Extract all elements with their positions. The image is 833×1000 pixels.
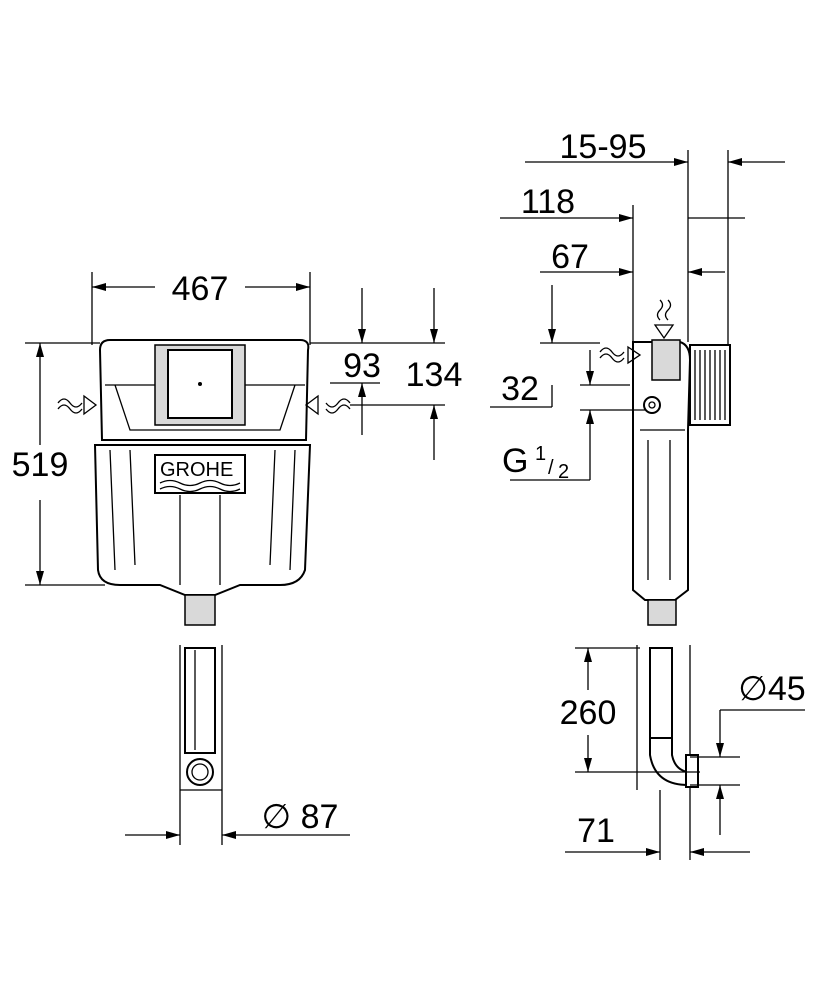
dimension-connection: G 1 / 2: [502, 350, 645, 483]
svg-text:71: 71: [577, 812, 615, 850]
svg-text:67: 67: [551, 238, 589, 276]
svg-text:519: 519: [12, 446, 69, 484]
dimension-93-134: 93 134: [57, 288, 463, 460]
front-view-cistern: GROHE: [93, 339, 312, 626]
svg-text:2: 2: [558, 461, 569, 483]
dimension-adjust-range: 15-95: [525, 128, 785, 345]
svg-text:118: 118: [521, 183, 575, 221]
dimension-depth-inner: 67: [540, 238, 725, 276]
svg-text:32: 32: [501, 370, 539, 408]
dimension-outlet-diameter: ∅45: [690, 670, 806, 835]
svg-text:1: 1: [535, 443, 546, 465]
dimension-pipe-length: 260: [560, 647, 700, 773]
dimension-depth: 118: [500, 183, 745, 342]
svg-text:134: 134: [406, 356, 463, 394]
svg-text:∅ 87: ∅ 87: [262, 798, 339, 836]
svg-text:G: G: [502, 442, 528, 480]
svg-text:260: 260: [560, 694, 617, 732]
svg-text:∅45: ∅45: [738, 670, 805, 708]
svg-text:/: /: [548, 457, 554, 479]
dimension-height: 519: [12, 342, 105, 586]
svg-text:15-95: 15-95: [560, 128, 647, 166]
dimension-32: 32: [490, 285, 630, 408]
side-view-cistern: [599, 299, 731, 626]
svg-text:467: 467: [172, 270, 229, 308]
svg-text:93: 93: [343, 347, 381, 385]
dimension-width: 467: [91, 270, 311, 345]
brand-logo: GROHE: [160, 459, 233, 481]
side-view-flush-pipe: [636, 645, 699, 860]
dimension-outlet-offset: 71: [565, 812, 750, 856]
dimension-pipe-diameter: ∅ 87: [125, 798, 350, 839]
front-view-flush-pipe: [179, 645, 223, 845]
